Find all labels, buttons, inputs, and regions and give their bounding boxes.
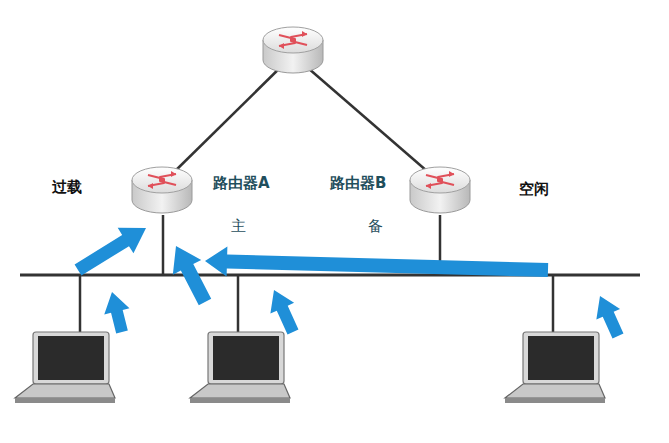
router-icon bbox=[410, 167, 470, 213]
router-drop bbox=[162, 215, 165, 275]
traffic-arrow bbox=[173, 246, 211, 305]
router-name: 路由器B bbox=[330, 174, 386, 193]
router-role: 主 bbox=[231, 217, 246, 236]
router-link bbox=[293, 55, 435, 178]
laptop-icon bbox=[190, 332, 290, 403]
host-drop bbox=[237, 275, 240, 335]
traffic-arrow bbox=[596, 296, 623, 338]
host-drop bbox=[79, 275, 82, 335]
load-state-label: 空闲 bbox=[519, 180, 549, 199]
router-icon bbox=[132, 167, 192, 213]
laptop-icon bbox=[505, 332, 605, 403]
traffic-arrow bbox=[104, 292, 129, 333]
router-label-group: 路由器A 主 bbox=[213, 174, 270, 236]
router-icon bbox=[263, 27, 323, 73]
host-drop bbox=[552, 275, 555, 335]
router-name: 路由器A bbox=[213, 174, 270, 193]
traffic-arrow bbox=[75, 228, 146, 276]
load-state-label: 过载 bbox=[52, 178, 82, 197]
traffic-arrow bbox=[270, 290, 298, 334]
laptop-icon bbox=[15, 332, 115, 403]
router-label-group: 路由器B 备 bbox=[330, 174, 387, 236]
traffic-arrow bbox=[205, 247, 548, 277]
router-link bbox=[168, 55, 293, 178]
router-role: 备 bbox=[368, 217, 383, 236]
